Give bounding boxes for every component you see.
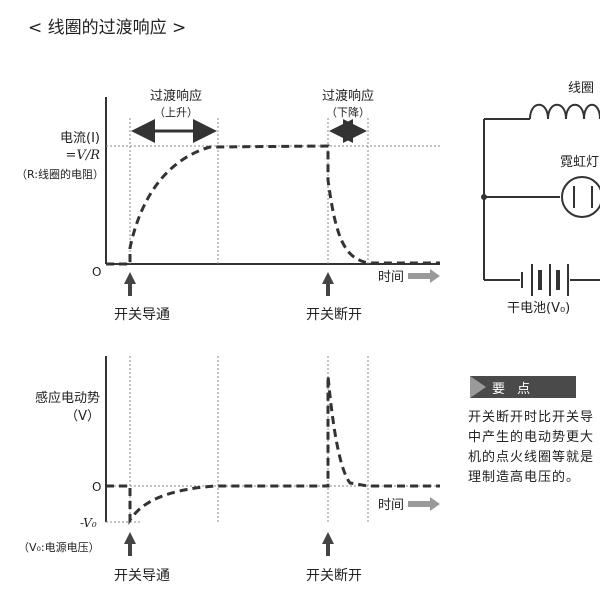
circuit-diagram: 线圈 霓虹灯 干电池(V₀)	[481, 81, 600, 316]
bottom-chart: 感应电动势 （V） O -V₀ （V₀:电源电压） 时间 开关导通 开关断开	[18, 356, 440, 584]
bottom-event-off: 开关断开	[306, 568, 362, 584]
key-point-line: 中产生的电动势更大	[468, 430, 595, 445]
top-chart: 过渡响应 （上升） 过渡响应 （下降） 电流(I) =V/R （R:线圈的电阻）…	[16, 88, 440, 323]
bottom-off-event-arrow	[322, 532, 334, 556]
neon-lamp-icon	[561, 176, 600, 218]
key-point-line: 开关断开时比开关导	[468, 410, 595, 425]
bottom-zero: O	[92, 480, 101, 494]
bottom-emf-curve	[106, 375, 440, 525]
bottom-note: （V₀:电源电压）	[18, 540, 100, 554]
top-event-on: 开关导通	[114, 307, 170, 323]
top-current-curve	[106, 144, 440, 266]
bottom-y-label-2: （V）	[65, 409, 100, 424]
bottom-neg: -V₀	[80, 516, 97, 530]
page-title: < 线圈的过渡响应 >	[28, 18, 186, 38]
bottom-time-arrow	[408, 497, 440, 511]
fall-label: 过渡响应	[322, 88, 374, 104]
top-x-label: 时间	[378, 270, 404, 285]
top-event-off: 开关断开	[306, 307, 362, 323]
top-time-arrow	[408, 269, 440, 283]
key-point-arrow-icon	[470, 376, 486, 398]
rise-sub: （上升）	[154, 106, 198, 119]
fall-sub: （下降）	[326, 105, 370, 119]
bottom-event-on: 开关导通	[114, 568, 170, 584]
bottom-on-event-arrow	[124, 532, 136, 556]
key-point-heading: 要 点	[492, 382, 535, 397]
battery-icon	[521, 264, 569, 296]
key-point-badge	[470, 376, 576, 398]
key-point-line: 理制造高电压的。	[468, 470, 581, 485]
bottom-y-label-1: 感应电动势	[35, 390, 100, 406]
top-on-event-arrow	[124, 272, 136, 296]
top-off-event-arrow	[322, 272, 334, 296]
coil-label: 线圈	[568, 81, 594, 96]
lamp-label: 霓虹灯	[560, 155, 599, 170]
rise-label: 过渡响应	[150, 88, 202, 104]
key-point-line: 机的点火线圈等就是	[468, 450, 595, 465]
top-y-label-3: （R:线圈的电阻）	[16, 167, 104, 181]
bottom-x-label: 时间	[378, 498, 404, 513]
battery-label: 干电池(V₀)	[507, 301, 570, 316]
top-y-label-1: 电流(I)	[60, 131, 100, 146]
top-origin: O	[92, 265, 101, 279]
key-point-text: 开关断开时比开关导 中产生的电动势更大 机的点火线圈等就是 理制造高电压的。	[468, 408, 600, 488]
top-y-label-2: =V/R	[66, 148, 101, 163]
coil-icon	[529, 103, 600, 120]
